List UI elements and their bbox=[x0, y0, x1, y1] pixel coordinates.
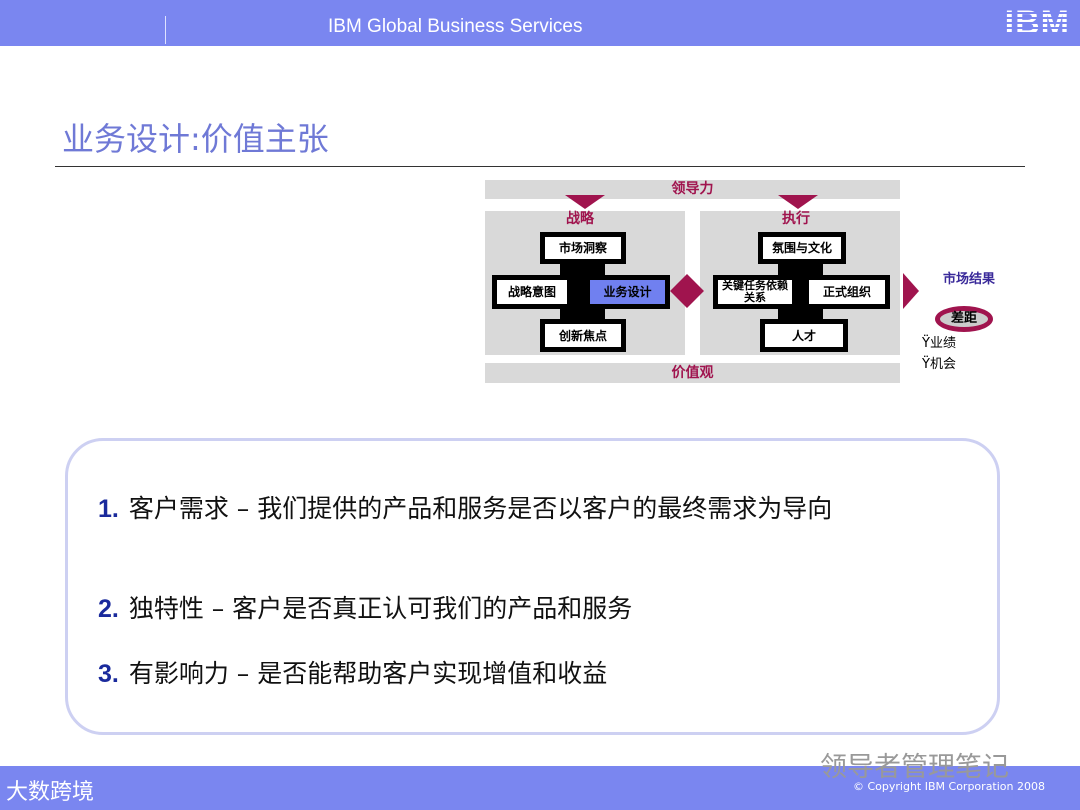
box-critical-tasks: 关键任务依赖关系 bbox=[713, 275, 797, 309]
arrow-right-icon bbox=[903, 273, 919, 309]
ibm-logo: IBM bbox=[1004, 4, 1070, 42]
footer-bar: 大数跨境 © Copyright IBM Corporation 2008 bbox=[0, 766, 1080, 810]
item-text: 独特性 – 客户是否真正认可我们的产品和服务 bbox=[128, 594, 633, 623]
bottom-bar: 价值观 bbox=[485, 363, 900, 383]
box-talent: 人才 bbox=[760, 319, 848, 352]
list-item: 2. 独特性 – 客户是否真正认可我们的产品和服务 bbox=[98, 591, 632, 627]
header-bar: IBM Global Business Services IBM bbox=[0, 0, 1080, 46]
list-item: 3. 有影响力 – 是否能帮助客户实现增值和收益 bbox=[98, 656, 607, 692]
item-text: 有影响力 – 是否能帮助客户实现增值和收益 bbox=[128, 659, 608, 688]
box-business-design: 业务设计 bbox=[585, 275, 670, 309]
box-formal-organization: 正式组织 bbox=[804, 275, 890, 309]
arrow-down-icon bbox=[565, 195, 605, 209]
result-item: Ÿ业绩 bbox=[922, 336, 956, 351]
item-number: 1. bbox=[98, 495, 119, 523]
divider bbox=[165, 16, 166, 44]
watermark: 领导者管理笔记 bbox=[820, 752, 1009, 783]
market-result-label: 市场结果 bbox=[943, 272, 996, 287]
execution-label: 执行 bbox=[782, 211, 810, 227]
item-number: 2. bbox=[98, 595, 119, 623]
item-number: 3. bbox=[98, 660, 119, 688]
gap-badge: 差距 bbox=[935, 306, 993, 332]
value-proposition-box: 1. 客户需求 – 我们提供的产品和服务是否以客户的最终需求为导向 2. 独特性 –… bbox=[65, 438, 1000, 735]
brand-watermark: 大数跨境 bbox=[6, 780, 95, 805]
item-text: 客户需求 – 我们提供的产品和服务是否以客户的最终需求为导向 bbox=[128, 494, 833, 523]
box-market-insight: 市场洞察 bbox=[540, 232, 626, 264]
result-item: Ÿ机会 bbox=[922, 357, 956, 372]
strategy-label: 战略 bbox=[566, 211, 594, 227]
copyright: © Copyright IBM Corporation 2008 bbox=[853, 780, 1045, 793]
box-climate-culture: 氛围与文化 bbox=[758, 232, 846, 264]
box-strategic-intent: 战略意图 bbox=[492, 275, 572, 309]
page-title: 业务设计:价值主张 bbox=[62, 120, 329, 158]
divider bbox=[55, 166, 1025, 167]
top-bar: 领导力 bbox=[485, 180, 900, 199]
arrow-down-icon bbox=[778, 195, 818, 209]
header-title: IBM Global Business Services bbox=[328, 16, 583, 37]
list-item: 1. 客户需求 – 我们提供的产品和服务是否以客户的最终需求为导向 bbox=[98, 491, 978, 527]
box-innovation-focus: 创新焦点 bbox=[540, 319, 626, 352]
